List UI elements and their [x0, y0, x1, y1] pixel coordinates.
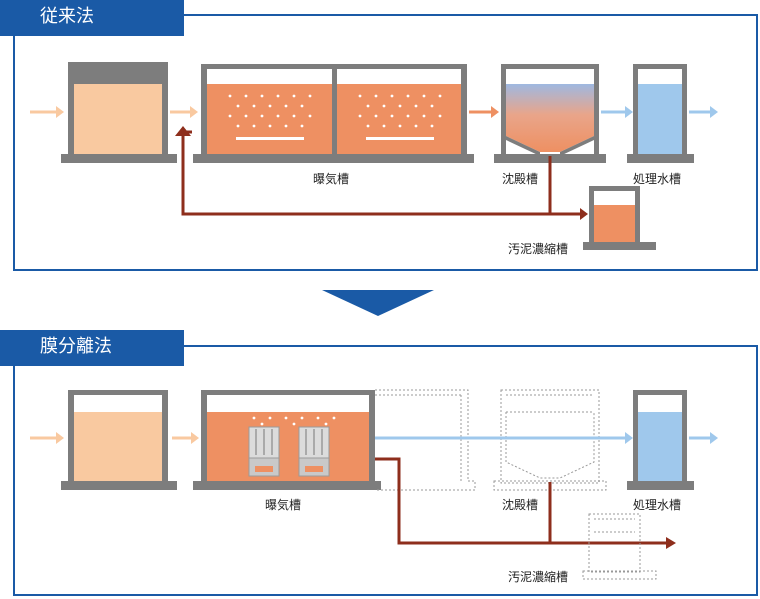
membrane-aeration-tank [193, 390, 381, 490]
effluent-arrow-1 [689, 106, 718, 118]
settling-tank [494, 64, 606, 163]
excess-sludge-line [375, 457, 676, 549]
membrane-aeration-tank-label: 曝気槽 [265, 498, 302, 512]
treated-water-tank-label: 処理水槽 [633, 172, 682, 186]
treated-water-tank-2 [627, 390, 694, 490]
removed-sludge-thickener-label: 汚泥濃縮槽 [508, 570, 569, 584]
effluent-arrow-2 [689, 432, 718, 444]
removed-sludge-thickener [582, 513, 657, 580]
transition-arrow [322, 290, 434, 316]
sludge-thickener [583, 186, 656, 250]
removed-aeration-chamber [375, 389, 476, 491]
aeration-bubbles-1 [228, 94, 312, 128]
treated-water-tank [627, 64, 694, 163]
aeration-tank [193, 64, 474, 163]
settling-tank-label: 沈殿槽 [502, 172, 539, 186]
influent-arrow-2 [170, 106, 198, 118]
influent-arrow-4 [172, 432, 199, 444]
treated-water-tank-2-label: 処理水槽 [633, 498, 682, 512]
raw-water-tank-2 [61, 390, 177, 490]
aeration-bubbles-2 [358, 94, 442, 128]
aeration-bubbles-3 [252, 416, 336, 426]
mixed-liquor-arrow [469, 106, 499, 118]
waste-sludge-line [550, 208, 588, 220]
influent-arrow-3 [30, 432, 64, 444]
membrane-module-1 [248, 426, 280, 477]
conventional-title: 従来法 [0, 0, 184, 36]
aeration-tank-label: 曝気槽 [313, 172, 350, 186]
sludge-thickener-label: 汚泥濃縮槽 [508, 242, 569, 256]
influent-arrow-1 [30, 106, 64, 118]
raw-water-tank [61, 62, 177, 163]
clarified-water-arrow-1 [601, 106, 633, 118]
permeate-line [375, 432, 633, 444]
return-sludge-arrowhead [175, 126, 191, 136]
membrane-panel [13, 345, 758, 596]
membrane-title: 膜分離法 [0, 330, 184, 366]
removed-settling-tank-label: 沈殿槽 [502, 498, 539, 512]
membrane-module-2 [298, 426, 330, 477]
